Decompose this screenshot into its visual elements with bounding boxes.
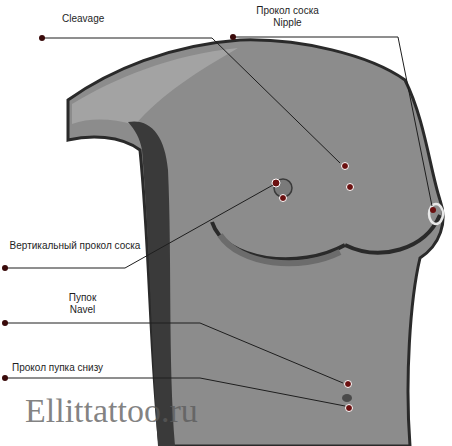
- watermark: Ellittattoo.ru: [25, 392, 315, 430]
- piercing-bead: [346, 405, 353, 412]
- leader-dot: [39, 35, 45, 41]
- arm-shade: [72, 48, 238, 125]
- piercing-bead: [342, 163, 349, 170]
- navel: [342, 394, 352, 402]
- part-label: Cleavage: [62, 13, 142, 25]
- piercing-bead: [347, 184, 354, 191]
- leader-line: [233, 37, 432, 206]
- nipple-ring: [429, 204, 443, 224]
- part-label: Прокол пупка снизу: [12, 362, 142, 374]
- piercing-bead: [345, 381, 352, 388]
- part-label: Прокол соска Nipple: [250, 5, 325, 29]
- leader-dot: [230, 34, 236, 40]
- breast-shade: [220, 235, 340, 263]
- leader-line: [5, 323, 343, 383]
- piercing-bead: [272, 179, 280, 187]
- leader-dot: [2, 320, 8, 326]
- breast-curve: [212, 222, 345, 259]
- part-label: Пупок Navel: [60, 292, 105, 316]
- leader-line: [42, 38, 340, 163]
- leader-dot: [2, 265, 8, 271]
- leader-dot: [2, 375, 8, 381]
- leader-line: [5, 185, 273, 268]
- part-label: Вертикальный прокол соска: [5, 240, 145, 252]
- piercing-bead: [280, 195, 287, 202]
- breast-curve: [345, 215, 440, 253]
- piercing-bead: [430, 207, 436, 213]
